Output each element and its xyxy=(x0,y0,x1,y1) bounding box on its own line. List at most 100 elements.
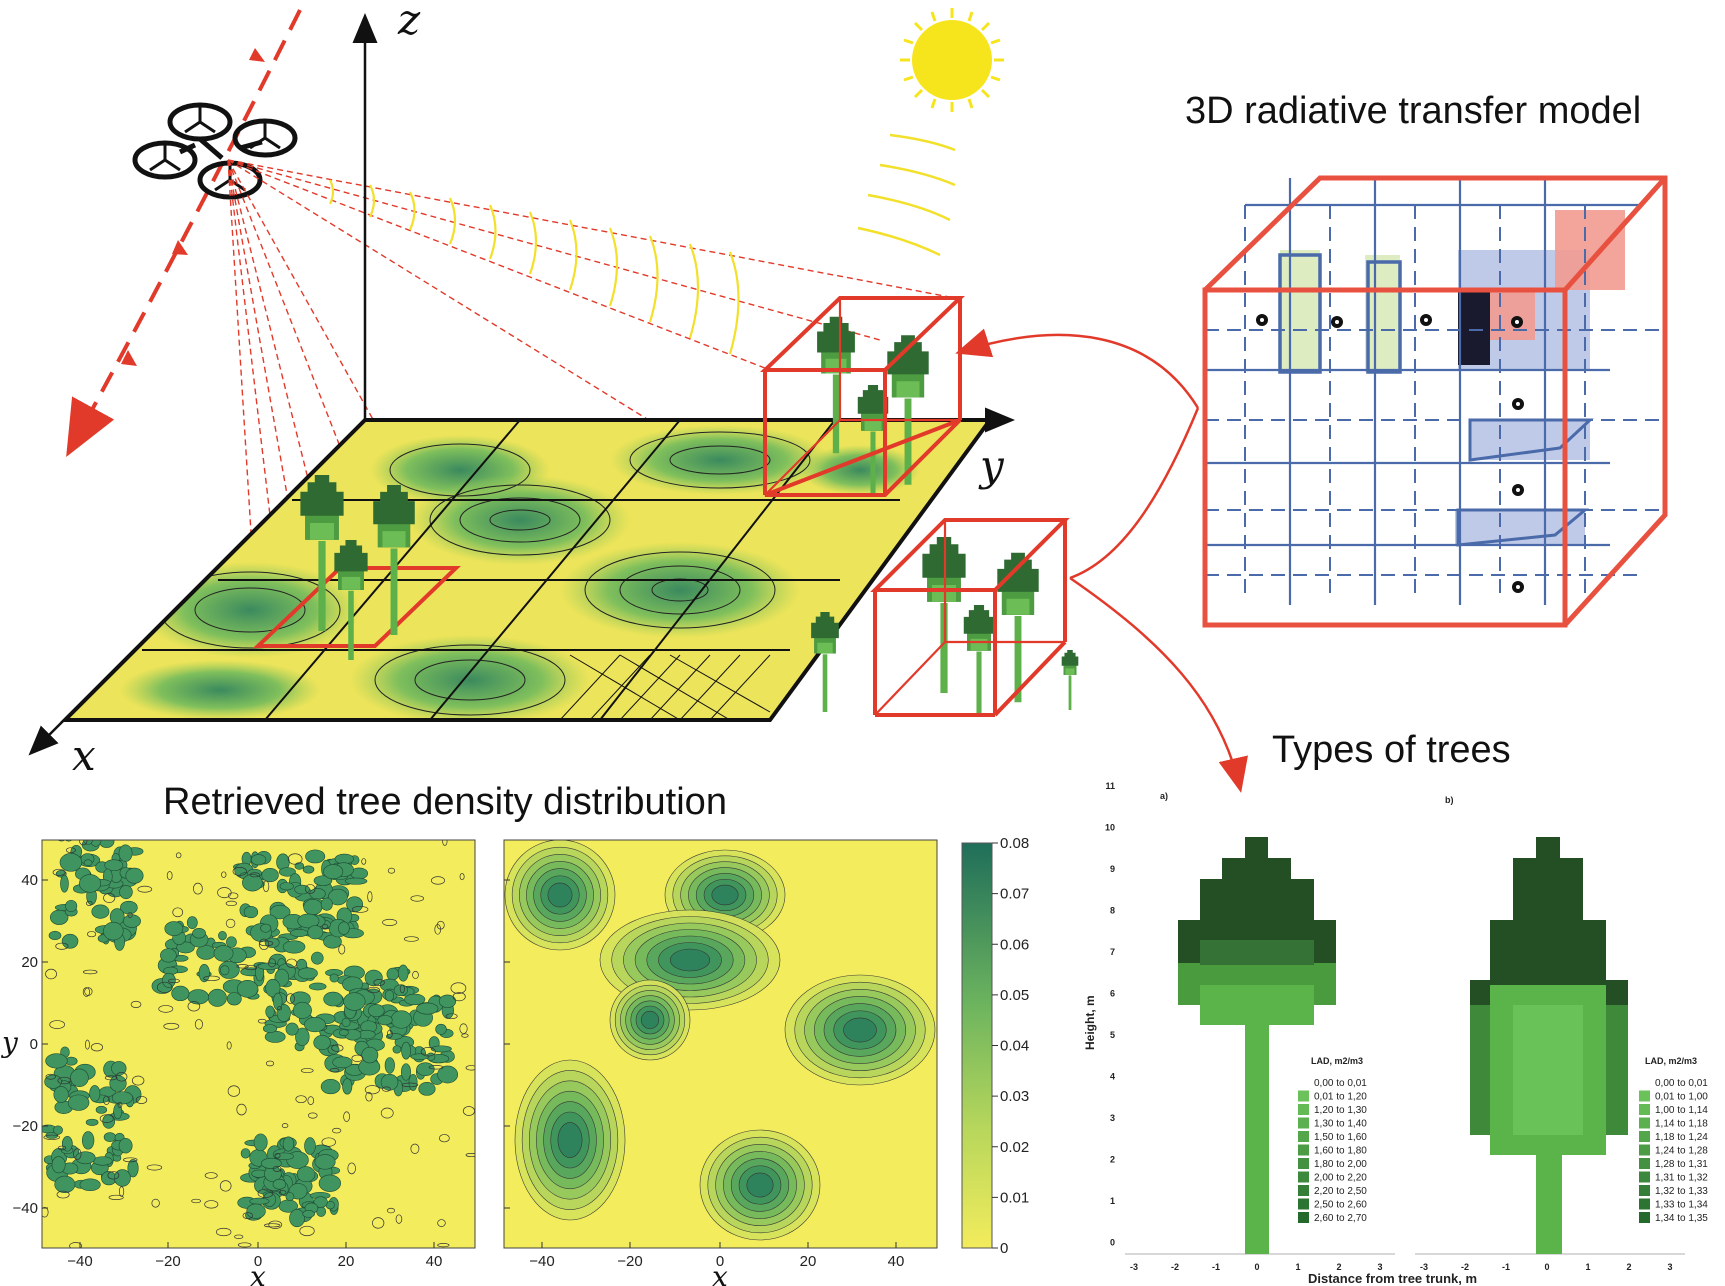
density-x-tick-2: 40 xyxy=(888,1253,905,1270)
tree-chart-y-tick: 11 xyxy=(1105,781,1115,791)
hatched-cell xyxy=(559,654,771,720)
legend-title-a: LAD, m2/m3 xyxy=(1311,1056,1363,1066)
tree-chart-x-tick-a: -2 xyxy=(1171,1262,1179,1272)
legend-swatch xyxy=(1298,1117,1309,1129)
legend-swatch xyxy=(1298,1104,1309,1115)
legend-swatch xyxy=(1639,1090,1650,1102)
legend-swatch xyxy=(1639,1171,1650,1183)
legend-item: 1,30 to 1,40 xyxy=(1314,1119,1367,1130)
tree-chart-x-tick-a: -3 xyxy=(1130,1262,1138,1272)
tree-chart-y-tick: 8 xyxy=(1110,906,1115,916)
density-map-smooth xyxy=(503,839,938,1249)
legend-swatch xyxy=(1298,1131,1309,1142)
legend-swatch xyxy=(1298,1185,1309,1196)
trajectory-arrow-2 xyxy=(172,240,188,255)
voxel-cube-bottom xyxy=(811,518,1079,717)
legend-swatch xyxy=(1639,1131,1650,1142)
flight-trajectory xyxy=(66,9,302,458)
axis-label-z: z xyxy=(397,0,421,44)
tree-chart-x-tick-a: 2 xyxy=(1336,1262,1341,1272)
legend-swatch xyxy=(1639,1117,1650,1129)
legend-item: 2,20 to 2,50 xyxy=(1314,1186,1367,1197)
trajectory-arrow-1 xyxy=(249,48,265,62)
density-x-tick-1: 0 xyxy=(254,1253,262,1270)
tree-chart-x-tick-a: 0 xyxy=(1254,1262,1259,1272)
legend-swatch xyxy=(1639,1212,1650,1223)
panel-label-b: b) xyxy=(1445,795,1454,805)
legend-swatch xyxy=(1639,1185,1650,1196)
tree-chart-y-tick: 3 xyxy=(1110,1113,1115,1123)
tree-chart-ylabel: Height, m xyxy=(1083,995,1097,1050)
legend-item: 1,34 to 1,35 xyxy=(1655,1213,1708,1224)
legend-swatch xyxy=(1639,1077,1650,1088)
colorbar-tick: 0.05 xyxy=(1000,987,1029,1004)
legend-swatch xyxy=(1298,1090,1309,1102)
legend-item: 1,80 to 2,00 xyxy=(1314,1159,1367,1170)
density-x-tick-1: −40 xyxy=(67,1253,92,1270)
tree-chart-xlabel: Distance from tree trunk, m xyxy=(1308,1271,1477,1286)
rt-model-grid xyxy=(1202,175,1668,628)
tree-chart-y-tick: 4 xyxy=(1110,1072,1115,1082)
density-map-noisy xyxy=(41,839,476,1249)
sun-rays xyxy=(857,133,956,257)
legend-item: 1,32 to 1,33 xyxy=(1655,1186,1708,1197)
tree-chart-x-tick-a: 1 xyxy=(1295,1262,1300,1272)
tree-chart-y-tick: 0 xyxy=(1110,1238,1115,1248)
panel-label-a: a) xyxy=(1160,791,1168,801)
tree-profile-chart: a) b) Height, m Distance from tree trunk… xyxy=(1083,781,1708,1286)
tree-profile-a xyxy=(1178,837,1336,1254)
density-x-tick-2: 0 xyxy=(716,1253,724,1270)
tree-chart-x-tick-b: 3 xyxy=(1667,1262,1672,1272)
legend-swatch xyxy=(1298,1158,1309,1169)
ground-density-map xyxy=(60,418,994,722)
legend-item: 1,50 to 1,60 xyxy=(1314,1132,1367,1143)
legend-item: 2,50 to 2,60 xyxy=(1314,1200,1367,1211)
legend-swatch xyxy=(1639,1144,1650,1156)
density-x-tick-2: −40 xyxy=(529,1253,554,1270)
density-x-tick-2: −20 xyxy=(617,1253,642,1270)
legend-item: 1,31 to 1,32 xyxy=(1655,1173,1708,1184)
legend-item: 0,00 to 0,01 xyxy=(1655,1078,1708,1089)
axis-label-y: y xyxy=(978,441,1005,490)
view-arcs xyxy=(329,179,740,355)
colorbar-tick: 0.07 xyxy=(1000,886,1029,903)
tree-chart-y-tick: 1 xyxy=(1110,1196,1115,1206)
drone-icon xyxy=(132,102,298,200)
tree-chart-x-tick-a: -1 xyxy=(1212,1262,1220,1272)
legend-swatch xyxy=(1298,1077,1309,1088)
colorbar-tick: 0 xyxy=(1000,1240,1008,1257)
legend-swatch xyxy=(1298,1171,1309,1183)
legend-item: 1,60 to 1,80 xyxy=(1314,1146,1367,1157)
tree-chart-y-tick: 9 xyxy=(1110,864,1115,874)
tree-chart-y-tick: 5 xyxy=(1110,1030,1115,1040)
legend-swatch xyxy=(1639,1198,1650,1210)
legend-swatch xyxy=(1298,1212,1309,1223)
tree-chart-x-tick-b: -2 xyxy=(1461,1262,1469,1272)
legend-item: 1,28 to 1,31 xyxy=(1655,1159,1708,1170)
density-y-tick: −40 xyxy=(13,1200,38,1217)
colorbar-tick: 0.08 xyxy=(1000,835,1029,852)
lad-legend-b: 0,00 to 0,010,01 to 1,001,00 to 1,141,14… xyxy=(1639,1077,1708,1224)
legend-item: 1,18 to 1,24 xyxy=(1655,1132,1708,1143)
colorbar-tick: 0.04 xyxy=(1000,1038,1029,1055)
legend-swatch xyxy=(1639,1104,1650,1115)
tree-chart-x-tick-b: -1 xyxy=(1502,1262,1510,1272)
trajectory-arrow-3 xyxy=(121,350,137,366)
tree-chart-y-tick: 6 xyxy=(1110,989,1115,999)
density-x-tick-1: 20 xyxy=(338,1253,355,1270)
legend-item: 0,01 to 1,00 xyxy=(1655,1092,1708,1103)
sun xyxy=(900,8,1004,112)
title-density: Retrieved tree density distribution xyxy=(163,781,727,823)
tree-chart-y-tick: 2 xyxy=(1110,1155,1115,1165)
density-xlabel-2: x xyxy=(712,1260,728,1286)
tree-profile-b xyxy=(1470,837,1628,1254)
legend-item: 1,00 to 1,14 xyxy=(1655,1105,1708,1116)
tree-chart-x-tick-b: -3 xyxy=(1420,1262,1428,1272)
tree-chart-x-tick-a: 3 xyxy=(1377,1262,1382,1272)
colorbar-tick: 0.06 xyxy=(1000,936,1029,953)
tree-chart-x-tick-b: 2 xyxy=(1626,1262,1631,1272)
legend-item: 1,20 to 1,30 xyxy=(1314,1105,1367,1116)
